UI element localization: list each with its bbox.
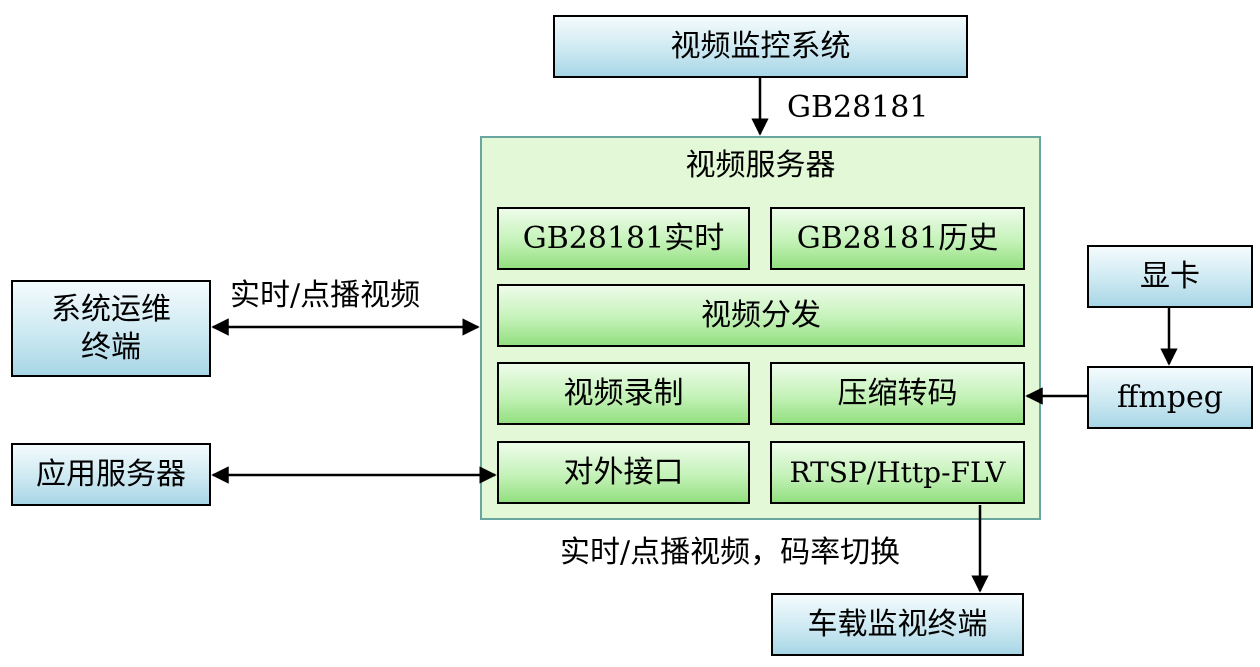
video-monitor-system-label: 视频监控系统 [670, 28, 851, 64]
external-interface-module: 对外接口 [497, 441, 750, 504]
vehicle-terminal-label: 车载监视终端 [807, 606, 988, 642]
edge-label-realtime-playback: 实时/点播视频 [230, 278, 421, 313]
compress-transcode-module: 压缩转码 [770, 362, 1025, 425]
video-distribution-module: 视频分发 [497, 284, 1025, 347]
video-distribution-label: 视频分发 [701, 297, 821, 333]
ops-terminal-label: 系统运维 终端 [51, 292, 171, 365]
external-interface-label: 对外接口 [563, 454, 684, 490]
edge-label-gb28181: GB28181 [787, 90, 929, 125]
video-server-title: 视频服务器 [685, 148, 836, 183]
gb28181-history-module: GB28181历史 [770, 207, 1025, 270]
ffmpeg-label: ffmpeg [1117, 379, 1223, 415]
gb28181-realtime-label: GB28181实时 [522, 220, 725, 256]
gb28181-realtime-module: GB28181实时 [497, 207, 750, 270]
video-recording-module: 视频录制 [497, 362, 750, 425]
compress-transcode-label: 压缩转码 [837, 375, 958, 411]
app-server-label: 应用服务器 [36, 456, 186, 492]
video-monitor-system-box: 视频监控系统 [553, 15, 968, 78]
app-server-box: 应用服务器 [11, 443, 211, 506]
gpu-box: 显卡 [1087, 245, 1253, 308]
gb28181-history-label: GB28181历史 [796, 220, 999, 256]
ops-terminal-box: 系统运维 终端 [11, 280, 211, 377]
vehicle-terminal-box: 车载监视终端 [771, 593, 1024, 656]
video-recording-label: 视频录制 [563, 375, 684, 411]
rtsp-flv-label: RTSP/Http-FLV [789, 456, 1006, 489]
ffmpeg-box: ffmpeg [1087, 366, 1253, 429]
rtsp-flv-module: RTSP/Http-FLV [770, 441, 1025, 504]
edge-label-bitrate-switch: 实时/点播视频，码率切换 [560, 535, 901, 570]
gpu-label: 显卡 [1140, 258, 1200, 294]
